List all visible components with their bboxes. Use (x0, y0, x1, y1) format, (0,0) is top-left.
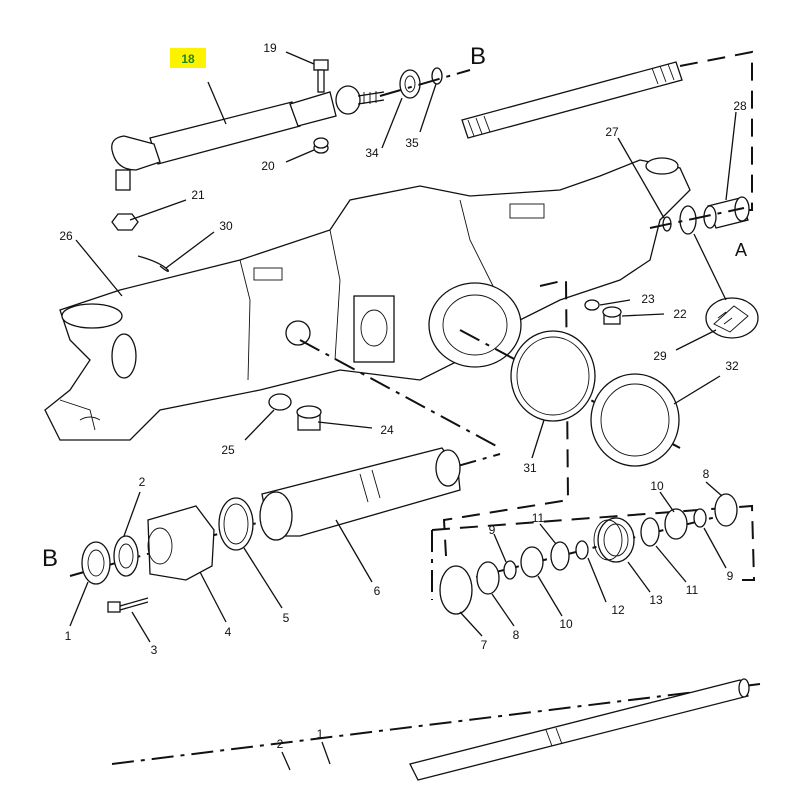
lower-shaft[interactable] (409, 678, 750, 781)
bushing-28[interactable] (703, 196, 750, 229)
ring-11b[interactable] (640, 517, 660, 547)
detail-29[interactable] (705, 297, 759, 339)
callout-22[interactable]: 22 (673, 307, 687, 321)
highlight-box (170, 48, 206, 68)
callout-34[interactable]: 34 (365, 146, 379, 160)
ring-9b[interactable] (693, 508, 707, 528)
callout-9a[interactable]: 9 (489, 523, 496, 537)
ring-10a[interactable] (520, 546, 544, 578)
callout-10b[interactable]: 10 (650, 479, 664, 493)
callout-18[interactable]: 18 (181, 52, 195, 66)
ring-9a[interactable] (503, 560, 517, 580)
seal-27b[interactable] (679, 205, 697, 235)
callout-26[interactable]: 26 (59, 229, 73, 243)
callout-21[interactable]: 21 (191, 188, 205, 202)
seal-31[interactable] (510, 330, 596, 422)
callout-25[interactable]: 25 (221, 443, 235, 457)
callout-35[interactable]: 35 (405, 136, 419, 150)
axle-housing[interactable] (44, 157, 691, 441)
callout-29[interactable]: 29 (653, 349, 667, 363)
callout-19[interactable]: 19 (263, 41, 277, 55)
leader-lines (69, 51, 737, 771)
callout-31[interactable]: 31 (523, 461, 537, 475)
callout-2b[interactable]: 2 (277, 737, 284, 751)
marker-b-left: B (42, 545, 58, 572)
callout-27[interactable]: 27 (605, 125, 619, 139)
gasket-5[interactable] (218, 497, 254, 551)
callout-6[interactable]: 6 (374, 584, 381, 598)
callout-32[interactable]: 32 (725, 359, 739, 373)
callout-9b[interactable]: 9 (727, 569, 734, 583)
cotter-pin-30[interactable] (137, 255, 169, 272)
callout-30[interactable]: 30 (219, 219, 233, 233)
cylinder-6[interactable] (259, 447, 461, 541)
callout-1a[interactable]: 1 (65, 629, 72, 643)
ring-12[interactable] (575, 540, 589, 560)
bolt-3[interactable] (107, 597, 149, 613)
washer-7[interactable] (439, 565, 473, 615)
callout-1b[interactable]: 1 (317, 727, 324, 741)
callout-12[interactable]: 12 (611, 603, 625, 617)
ring-11a[interactable] (550, 541, 570, 571)
callout-24[interactable]: 24 (380, 423, 394, 437)
callout-7[interactable]: 7 (481, 638, 488, 652)
ring-35[interactable] (431, 67, 443, 85)
plug-24[interactable] (296, 405, 322, 431)
callout-8b[interactable]: 8 (703, 467, 710, 481)
callout-11b[interactable]: 11 (686, 583, 699, 597)
callout-20[interactable]: 20 (261, 159, 275, 173)
bearing-cup-32[interactable] (590, 373, 680, 467)
callout-4[interactable]: 4 (225, 625, 232, 639)
ring-8b[interactable] (714, 493, 738, 527)
flange-housing-4[interactable] (147, 505, 215, 581)
ring-8a[interactable] (476, 561, 500, 595)
callout-10a[interactable]: 10 (559, 617, 573, 631)
callout-8a[interactable]: 8 (513, 628, 520, 642)
marker-a: A (735, 240, 747, 260)
seal-13[interactable] (593, 517, 635, 563)
washer-25[interactable] (268, 393, 292, 411)
callout-5[interactable]: 5 (283, 611, 290, 625)
seal-34[interactable] (399, 69, 421, 99)
callout-2a[interactable]: 2 (139, 475, 146, 489)
callout-11a[interactable]: 11 (532, 511, 545, 525)
callout-23[interactable]: 23 (641, 292, 655, 306)
bearing-2[interactable] (113, 535, 139, 577)
ring-10b[interactable] (664, 508, 688, 540)
callout-28[interactable]: 28 (733, 99, 747, 113)
ring-23[interactable] (584, 299, 600, 311)
drive-shaft[interactable] (461, 61, 683, 139)
callout-3[interactable]: 3 (151, 643, 158, 657)
nut-21[interactable] (111, 213, 139, 231)
callout-13[interactable]: 13 (649, 593, 663, 607)
seal-1[interactable] (81, 541, 111, 585)
plug-22[interactable] (602, 306, 622, 325)
tie-rod-assembly[interactable] (111, 59, 385, 191)
marker-b-top: B (470, 43, 486, 70)
